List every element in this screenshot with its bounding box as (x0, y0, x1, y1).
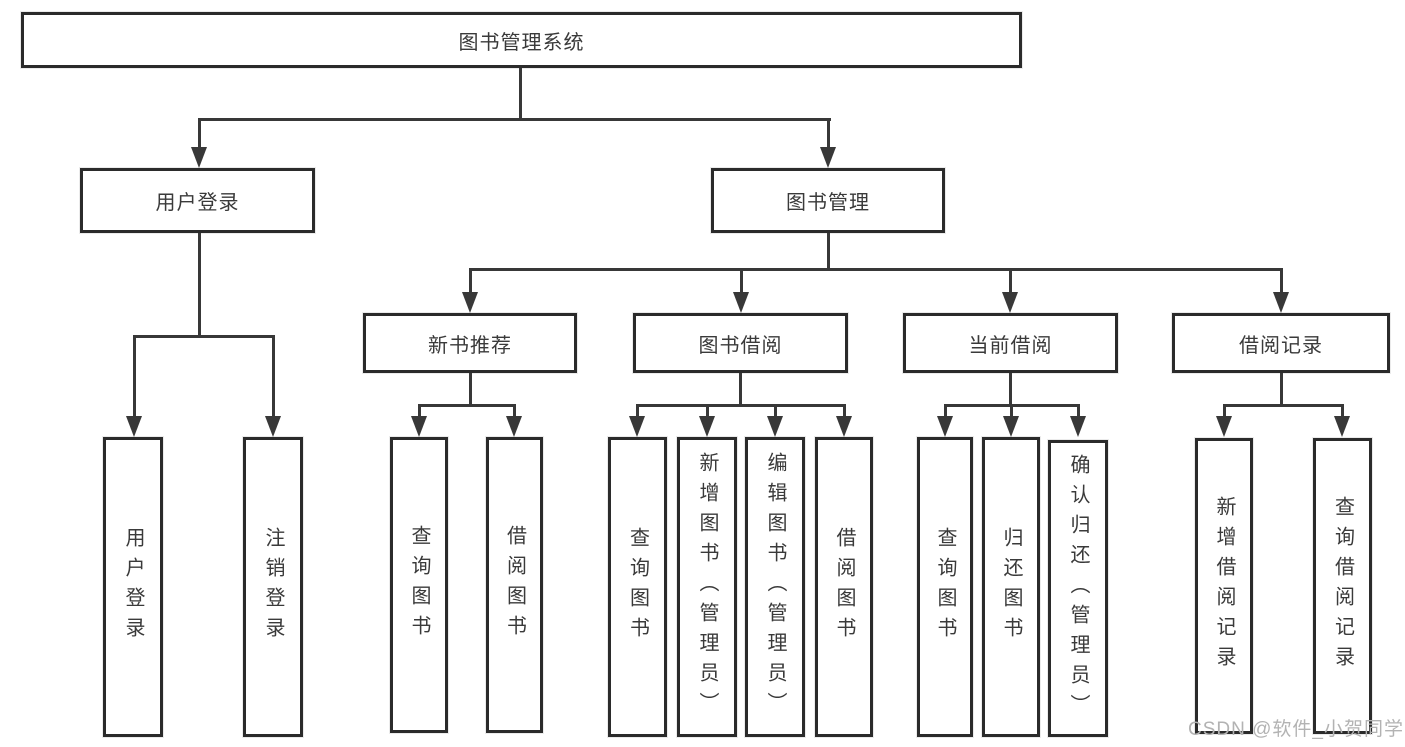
leaf-add-borrow-record-label: 新增借阅记录 (1213, 496, 1235, 676)
leaf-logout-login-label: 注销登录 (262, 527, 284, 647)
leaf-add-books-admin-label: 新增图书（管理员） (696, 452, 718, 722)
connector-level2-rail (469, 268, 1283, 271)
arrow-down-icon (629, 416, 645, 437)
leaf-confirm-return-admin-label: 确认归还（管理员） (1067, 453, 1089, 724)
arrow-down-icon (1216, 416, 1232, 437)
connector-user-login-stub (198, 118, 201, 149)
node-borrow-records-label: 借阅记录 (1239, 334, 1323, 357)
arrow-down-icon (265, 416, 281, 437)
connector-user-login-rail (133, 335, 275, 338)
connector-borrow-records-stub (1280, 268, 1283, 294)
node-book-management: 图书管理 (711, 168, 945, 233)
leaf-current-query-books-label: 查询图书 (934, 527, 956, 647)
arrow-down-icon (1003, 416, 1019, 437)
leaf-recommend-query-books: 查询图书 (390, 437, 448, 733)
connector-login-leaf-stub (133, 335, 136, 418)
connector-book-mgmt-stub (827, 118, 830, 149)
node-user-login-label: 用户登录 (155, 192, 240, 214)
arrow-down-icon (411, 416, 427, 437)
connector-leaf-stub (1341, 404, 1344, 418)
leaf-borrow-query-books: 查询图书 (608, 437, 667, 737)
leaf-confirm-return-admin: 确认归还（管理员） (1048, 440, 1108, 737)
leaf-return-books-label: 归还图书 (1000, 527, 1022, 647)
connector-book-borrow-drop (739, 373, 742, 407)
leaf-return-books: 归还图书 (982, 437, 1040, 737)
arrow-down-icon (1334, 416, 1350, 437)
leaf-recommend-query-books-label: 查询图书 (408, 525, 430, 645)
connector-book-borrow-rail (636, 404, 845, 407)
connector-new-book-rail (418, 404, 516, 407)
leaf-add-books-admin: 新增图书（管理员） (677, 437, 737, 737)
connector-leaf-stub (418, 404, 421, 418)
arrow-down-icon (1002, 292, 1018, 313)
arrow-down-icon (1070, 416, 1086, 437)
leaf-edit-books-admin: 编辑图书（管理员） (745, 437, 805, 737)
connector-leaf-stub (843, 404, 846, 418)
leaf-add-borrow-record: 新增借阅记录 (1195, 438, 1253, 734)
connector-leaf-stub (636, 404, 639, 418)
arrow-down-icon (733, 292, 749, 313)
arrow-down-icon (1273, 292, 1289, 313)
leaf-recommend-borrow-books-label: 借阅图书 (503, 525, 526, 645)
connector-current-borrow-drop (1009, 373, 1012, 407)
connector-leaf-stub (1010, 404, 1013, 418)
arrow-down-icon (191, 147, 207, 168)
node-library-system-label: 图书管理系统 (458, 31, 585, 54)
connector-current-borrow-stub (1009, 268, 1012, 294)
node-current-borrow: 当前借阅 (903, 313, 1118, 373)
arrow-down-icon (126, 416, 142, 437)
connector-book-borrow-stub (740, 268, 743, 294)
arrow-down-icon (820, 147, 836, 168)
node-book-borrow-label: 图书借阅 (698, 334, 783, 357)
connector-borrow-records-drop (1280, 373, 1283, 407)
connector-level1-rail (198, 118, 831, 121)
leaf-recommend-borrow-books: 借阅图书 (486, 437, 543, 733)
connector-logout-leaf-stub (272, 335, 275, 418)
arrow-down-icon (506, 416, 522, 437)
connector-borrow-records-rail (1223, 404, 1344, 407)
arrow-down-icon (462, 292, 478, 313)
leaf-logout-login: 注销登录 (243, 437, 303, 737)
connector-root-drop (519, 68, 522, 120)
arrow-down-icon (699, 416, 715, 437)
connector-leaf-stub (1223, 404, 1226, 418)
connector-book-mgmt-drop (827, 233, 830, 271)
node-library-system: 图书管理系统 (21, 12, 1022, 68)
connector-leaf-stub (513, 404, 516, 418)
node-borrow-records: 借阅记录 (1172, 313, 1390, 373)
arrow-down-icon (836, 416, 852, 437)
arrow-down-icon (937, 416, 953, 437)
connector-leaf-stub (1077, 404, 1080, 418)
csdn-watermark: CSDN @软件_小贺同学 (1188, 719, 1404, 740)
node-new-book-recommend-label: 新书推荐 (428, 334, 512, 357)
node-user-login: 用户登录 (80, 168, 315, 233)
leaf-borrow-books-label: 借阅图书 (833, 527, 855, 647)
arrow-down-icon (767, 416, 783, 437)
node-book-borrow: 图书借阅 (633, 313, 848, 373)
connector-leaf-stub (944, 404, 947, 418)
connector-leaf-stub (706, 404, 709, 418)
leaf-user-login: 用户登录 (103, 437, 163, 737)
leaf-query-borrow-record: 查询借阅记录 (1313, 438, 1372, 734)
leaf-borrow-books: 借阅图书 (815, 437, 873, 737)
node-book-management-label: 图书管理 (786, 192, 870, 214)
leaf-query-borrow-record-label: 查询借阅记录 (1331, 496, 1354, 676)
connector-new-book-stub (469, 268, 472, 294)
leaf-borrow-query-books-label: 查询图书 (626, 527, 649, 647)
leaf-user-login-label: 用户登录 (122, 527, 144, 647)
leaf-current-query-books: 查询图书 (917, 437, 973, 737)
node-current-borrow-label: 当前借阅 (968, 334, 1053, 357)
node-new-book-recommend: 新书推荐 (363, 313, 577, 373)
connector-leaf-stub (774, 404, 777, 418)
connector-new-book-drop (469, 373, 472, 407)
connector-user-login-drop (198, 233, 201, 337)
leaf-edit-books-admin-label: 编辑图书（管理员） (764, 452, 786, 722)
